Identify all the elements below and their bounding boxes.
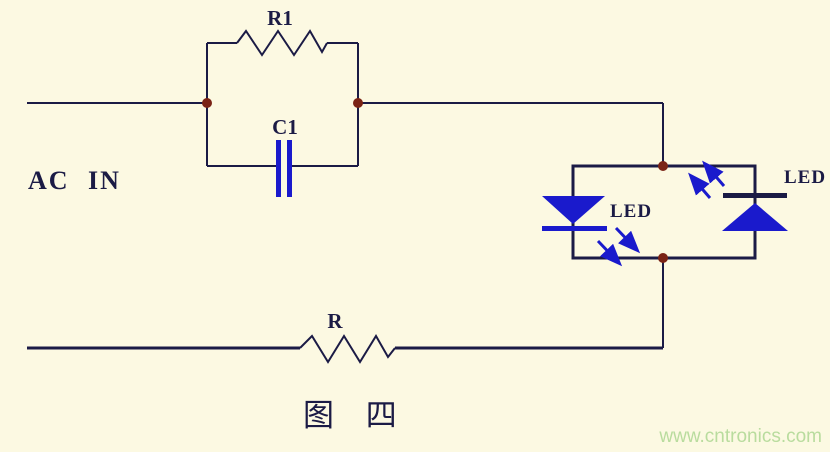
junction-dot bbox=[353, 98, 363, 108]
led-left bbox=[542, 196, 607, 231]
junction-dot bbox=[202, 98, 212, 108]
label-ac-in: AC IN bbox=[28, 166, 121, 195]
junction-dot bbox=[658, 161, 668, 171]
label-led-left: LED bbox=[610, 201, 652, 222]
led-right-emission-arrows bbox=[688, 160, 726, 199]
capacitor-plate-right bbox=[287, 140, 292, 197]
figure-caption: 图 四 bbox=[303, 398, 397, 433]
capacitor-plate-left bbox=[276, 140, 281, 197]
label-r1: R1 bbox=[267, 6, 293, 30]
led-right bbox=[722, 193, 788, 231]
label-r: R bbox=[327, 309, 343, 333]
led-left-emission-arrows bbox=[596, 226, 641, 267]
resistor-r bbox=[27, 334, 663, 364]
junction-dots bbox=[202, 98, 668, 263]
junction-dot bbox=[658, 253, 668, 263]
label-led-right: LED bbox=[784, 167, 826, 188]
watermark-text: www.cntronics.com bbox=[658, 426, 822, 447]
capacitor-c1 bbox=[206, 103, 359, 197]
resistor-r1 bbox=[206, 29, 359, 103]
label-c1: C1 bbox=[272, 115, 298, 139]
wire-top-rail bbox=[358, 102, 664, 166]
